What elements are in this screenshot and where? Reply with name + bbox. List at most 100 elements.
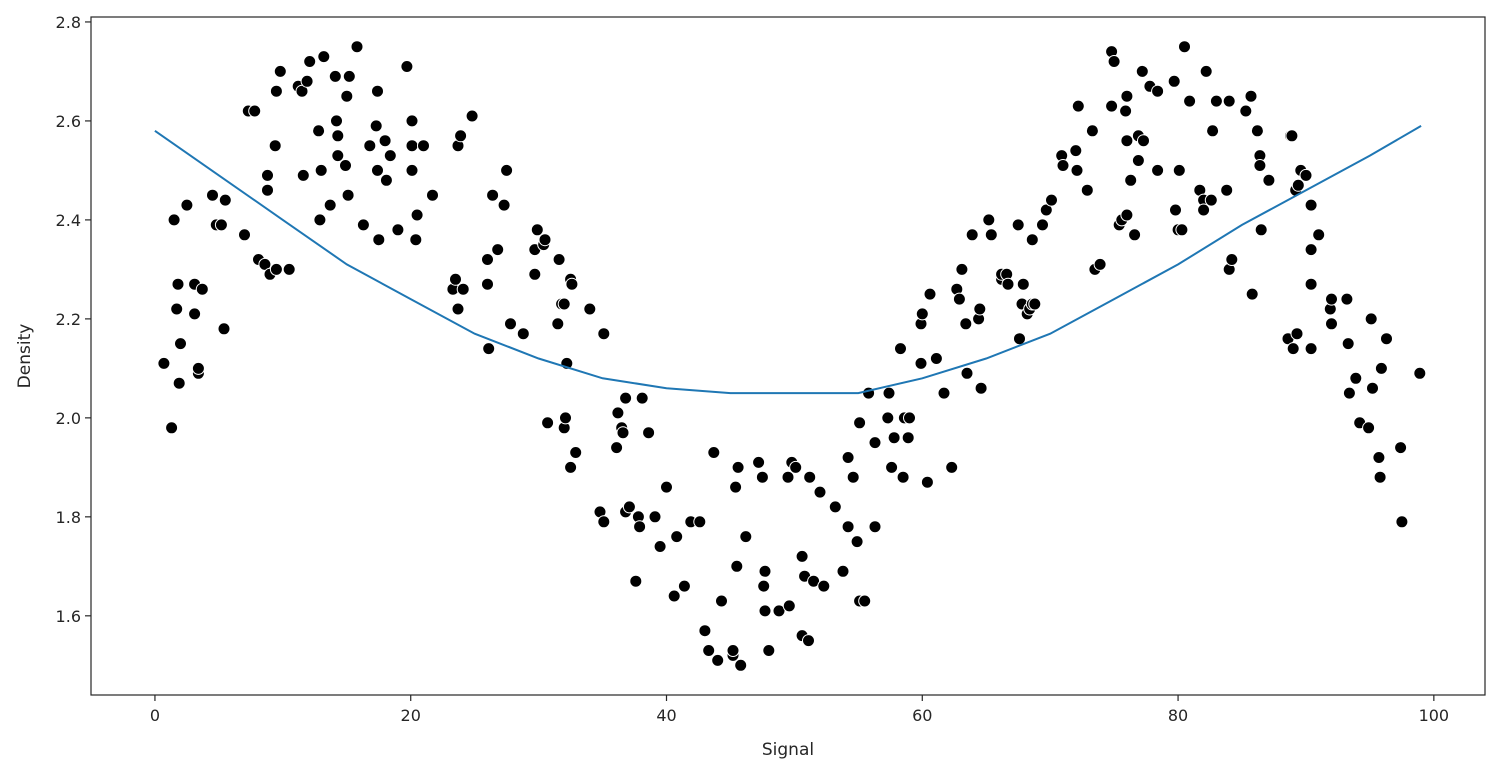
data-point bbox=[528, 267, 542, 281]
data-point bbox=[1374, 361, 1388, 375]
data-point bbox=[828, 500, 842, 514]
data-point bbox=[1036, 218, 1049, 232]
data-point bbox=[762, 644, 776, 657]
data-point bbox=[1128, 228, 1142, 242]
x-tick-label: 40 bbox=[656, 706, 676, 725]
data-point bbox=[451, 302, 465, 316]
data-point bbox=[454, 129, 468, 143]
data-point bbox=[1107, 55, 1121, 68]
data-point bbox=[172, 376, 186, 390]
data-point bbox=[449, 272, 462, 286]
data-point bbox=[677, 579, 691, 593]
data-point bbox=[372, 233, 386, 247]
x-tick-label: 60 bbox=[912, 706, 932, 725]
data-point bbox=[504, 317, 517, 331]
data-point bbox=[611, 406, 625, 420]
data-point bbox=[1105, 99, 1119, 113]
data-point bbox=[1120, 89, 1134, 103]
data-point bbox=[339, 159, 352, 172]
data-point bbox=[781, 470, 795, 484]
data-point bbox=[955, 262, 969, 276]
data-point bbox=[802, 634, 815, 648]
data-point bbox=[557, 297, 571, 311]
data-point bbox=[731, 460, 745, 474]
data-point bbox=[409, 233, 423, 247]
data-point bbox=[914, 356, 928, 370]
data-point bbox=[330, 114, 343, 128]
x-tick-label: 0 bbox=[150, 706, 160, 725]
data-point bbox=[667, 589, 681, 603]
data-point bbox=[1120, 134, 1134, 148]
data-point bbox=[1239, 104, 1253, 118]
data-point bbox=[552, 253, 566, 266]
data-point bbox=[841, 520, 855, 534]
data-point bbox=[965, 228, 979, 242]
data-point bbox=[481, 253, 494, 266]
data-point bbox=[894, 342, 907, 356]
data-point bbox=[836, 564, 850, 578]
data-point bbox=[755, 470, 769, 484]
data-point bbox=[1304, 243, 1318, 257]
data-point bbox=[903, 411, 916, 425]
data-point bbox=[456, 282, 470, 296]
data-point bbox=[481, 277, 494, 291]
data-point bbox=[757, 579, 771, 593]
data-point bbox=[551, 317, 565, 331]
axes-frame bbox=[90, 16, 1486, 696]
data-point bbox=[1199, 64, 1213, 78]
data-point bbox=[1325, 292, 1338, 306]
data-point bbox=[887, 431, 901, 445]
data-point bbox=[171, 277, 185, 291]
data-point bbox=[619, 391, 633, 405]
data-point bbox=[1197, 203, 1211, 217]
data-point bbox=[670, 530, 684, 544]
data-point bbox=[868, 436, 882, 450]
data-point bbox=[341, 188, 355, 202]
data-point bbox=[317, 50, 331, 64]
data-point bbox=[1394, 441, 1408, 455]
data-point bbox=[1380, 332, 1393, 346]
data-point bbox=[1254, 223, 1268, 237]
data-point bbox=[1304, 277, 1318, 291]
data-point bbox=[486, 188, 500, 202]
data-point bbox=[174, 337, 187, 351]
data-point bbox=[248, 104, 262, 118]
data-point bbox=[1151, 84, 1165, 98]
data-point bbox=[379, 173, 393, 187]
data-point bbox=[707, 446, 721, 459]
data-point bbox=[559, 411, 572, 425]
data-point bbox=[1131, 154, 1145, 167]
data-point bbox=[497, 198, 511, 212]
data-point bbox=[616, 426, 630, 440]
y-tick-label: 2.0 bbox=[56, 409, 81, 428]
data-point bbox=[653, 540, 667, 553]
data-point bbox=[597, 327, 611, 341]
data-point bbox=[698, 624, 712, 638]
data-point bbox=[1028, 297, 1042, 311]
data-point bbox=[858, 594, 872, 608]
data-point bbox=[1262, 173, 1276, 187]
x-tick-label: 100 bbox=[1419, 706, 1450, 725]
data-point bbox=[846, 470, 860, 484]
data-point bbox=[1070, 163, 1084, 177]
y-tick-label: 2.2 bbox=[56, 310, 81, 329]
data-point bbox=[959, 317, 973, 331]
data-point bbox=[782, 599, 796, 613]
data-point bbox=[273, 64, 287, 78]
data-point bbox=[538, 233, 552, 247]
data-point bbox=[813, 485, 827, 499]
data-point bbox=[984, 228, 998, 242]
data-point bbox=[1178, 40, 1191, 54]
data-point bbox=[1395, 515, 1409, 529]
data-point bbox=[1285, 129, 1299, 143]
data-point bbox=[1071, 99, 1085, 113]
data-point bbox=[973, 302, 987, 316]
data-point bbox=[915, 307, 929, 321]
data-point bbox=[1250, 124, 1264, 138]
data-point bbox=[217, 322, 231, 336]
data-point bbox=[1085, 124, 1099, 138]
data-point bbox=[314, 163, 328, 177]
data-point bbox=[1286, 342, 1300, 356]
data-point bbox=[597, 515, 611, 529]
